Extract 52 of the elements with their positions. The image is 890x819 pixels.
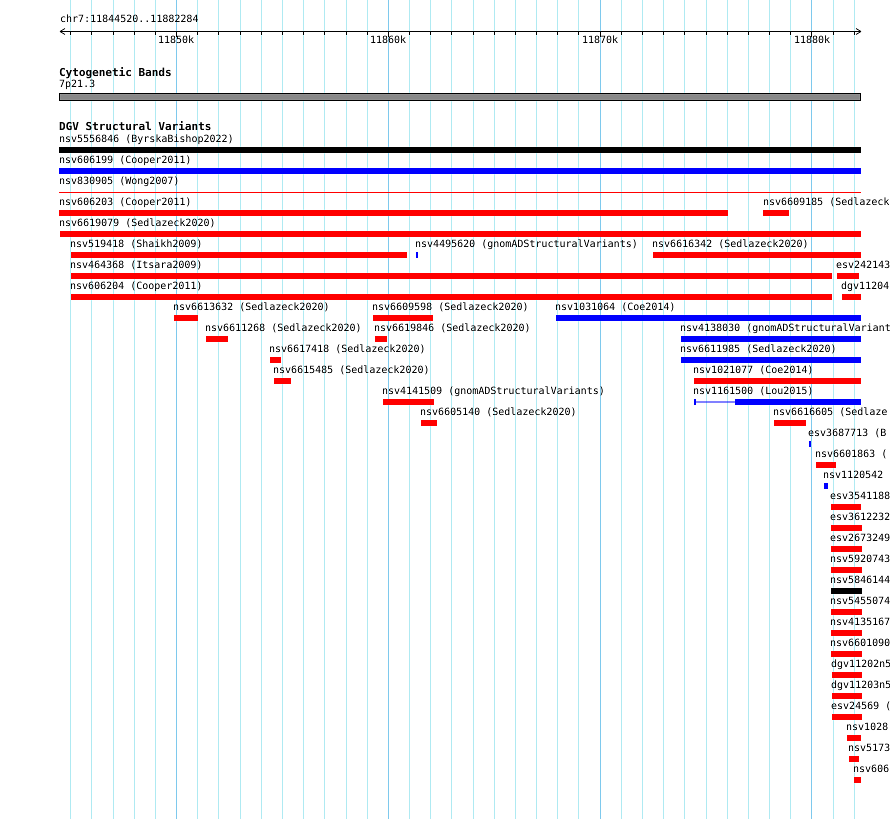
variant-label: esv2673249 bbox=[830, 533, 890, 545]
variant-label: esv242143 bbox=[836, 260, 890, 272]
tick-label: 11870k bbox=[582, 35, 618, 47]
band-label: 7p21.3 bbox=[59, 79, 96, 91]
variant-label: nsv6605140 (Sedlazeck2020) bbox=[420, 407, 577, 419]
variant-label: nsv4495620 (gnomADStructuralVariants) bbox=[415, 239, 638, 251]
variant-label: nsv1028 bbox=[846, 722, 888, 734]
variant-label: nsv6601863 ( bbox=[815, 449, 888, 461]
variant-label: nsv606199 (Cooper2011) bbox=[59, 155, 192, 167]
variant-label: nsv6616342 (Sedlazeck2020) bbox=[652, 239, 809, 251]
locus-label: chr7:11844520..11882284 bbox=[60, 14, 198, 26]
variant-label: dgv11204 bbox=[841, 281, 890, 293]
variant-label: nsv6613632 (Sedlazeck2020) bbox=[173, 302, 330, 314]
variant-label: nsv1021077 (Coe2014) bbox=[693, 365, 814, 377]
variant-label: nsv5173 bbox=[848, 743, 890, 755]
variant-label: nsv5455074 bbox=[830, 596, 890, 608]
variant-label: nsv606204 (Cooper2011) bbox=[70, 281, 202, 293]
variant-label: nsv6601090 bbox=[830, 638, 890, 650]
variant-label: nsv6619846 (Sedlazeck2020) bbox=[374, 323, 531, 335]
variant-label: nsv6611268 (Sedlazeck2020) bbox=[205, 323, 362, 335]
variant-label: nsv606203 (Cooper2011) bbox=[59, 197, 192, 209]
variant-label: esv3612232 bbox=[830, 512, 890, 524]
variant-label: esv3687713 (B bbox=[808, 428, 886, 440]
variant-label: nsv606 bbox=[853, 764, 890, 776]
variant-label: nsv6609598 (Sedlazeck2020) bbox=[372, 302, 529, 314]
variant-label: nsv830905 (Wong2007) bbox=[59, 176, 180, 188]
variant-label: nsv6615485 (Sedlazeck2020) bbox=[273, 365, 430, 377]
variant-label: nsv1120542 bbox=[823, 470, 884, 482]
variant-label: nsv6617418 (Sedlazeck2020) bbox=[269, 344, 426, 356]
variant-label: nsv4135167 bbox=[830, 617, 890, 629]
variant-label: nsv5920743 bbox=[830, 554, 890, 566]
variant-label: nsv4141509 (gnomADStructuralVariants) bbox=[382, 386, 605, 398]
track-title: Cytogenetic Bands bbox=[59, 67, 172, 79]
variant-label: nsv1031064 (Coe2014) bbox=[555, 302, 676, 314]
track-title: DGV Structural Variants bbox=[59, 121, 212, 133]
variant-label: nsv5846144 bbox=[830, 575, 890, 587]
tick-label: 11860k bbox=[370, 35, 406, 47]
variant-label: nsv6619079 (Sedlazeck2020) bbox=[59, 218, 216, 230]
variant-label: nsv519418 (Shaikh2009) bbox=[70, 239, 202, 251]
variant-label: nsv6616605 (Sedlaze bbox=[773, 407, 888, 419]
variant-label: nsv6609185 (Sedlazeck bbox=[763, 197, 890, 209]
tick-label: 11880k bbox=[794, 35, 830, 47]
tick-label: 11850k bbox=[158, 35, 194, 47]
variant-label: nsv6611985 (Sedlazeck2020) bbox=[680, 344, 837, 356]
variant-label: dgv11203n5 bbox=[831, 680, 890, 692]
variant-label: dgv11202n5 bbox=[831, 659, 890, 671]
variant-label: nsv5556846 (ByrskaBishop2022) bbox=[59, 134, 234, 146]
variant-label: nsv464368 (Itsara2009) bbox=[70, 260, 202, 272]
variant-label: esv24569 ( bbox=[831, 701, 890, 713]
variant-label: nsv1161500 (Lou2015) bbox=[693, 386, 814, 398]
variant-label: esv3541188 bbox=[830, 491, 890, 503]
variant-label: nsv4138030 (gnomADStructuralVariant bbox=[680, 323, 890, 335]
